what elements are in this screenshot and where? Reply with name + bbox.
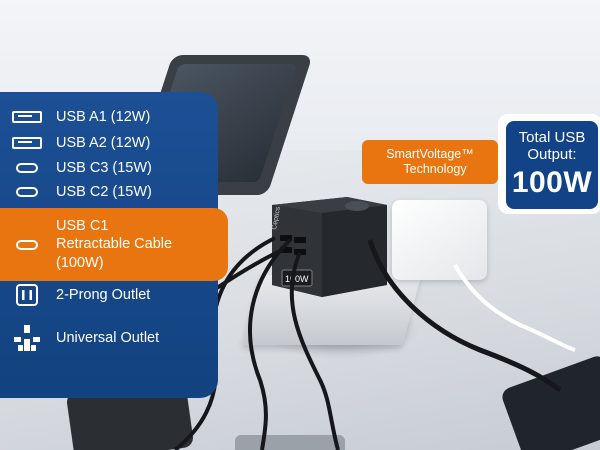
feature-usb-c1-label: USB C1 Retractable Cable (100W) (56, 217, 172, 271)
feature-label: USB A1 (12W) (56, 109, 151, 125)
travel-adapter-image: 100W Ceptics (271, 197, 387, 297)
feature-label: USB C3 (15W) (56, 160, 152, 176)
feature-label: Universal Outlet (56, 329, 160, 346)
feature-usb-a2: USB A2 (12W) (0, 134, 150, 152)
white-power-brick (392, 200, 487, 280)
adapter-brand-label: Ceptics (271, 206, 282, 231)
usb-c-port-icon (8, 239, 46, 250)
feature-label: USB C2 (15W) (56, 184, 152, 200)
two-prong-outlet-icon (8, 284, 46, 306)
smartvoltage-line1: SmartVoltage™ (386, 147, 474, 161)
feature-two-prong-outlet: 2-Prong Outlet (0, 284, 150, 306)
feature-usb-c3: USB C3 (15W) (0, 159, 152, 177)
usb-c1-line2: Retractable Cable (56, 236, 173, 253)
feature-universal-outlet: Universal Outlet (0, 324, 159, 352)
usb-c1-line1: USB C1 (56, 218, 109, 235)
feature-usb-a1: USB A1 (12W) (0, 108, 150, 126)
total-output-badge: Total USB Output: 100W (506, 121, 598, 209)
total-output-line2: Output: (527, 146, 577, 164)
feature-usb-c1-highlight: USB C1 Retractable Cable (100W) (0, 208, 228, 281)
feature-usb-c1: USB C1 Retractable Cable (100W) (0, 208, 172, 281)
usb-c1-line3: (100W) (56, 254, 104, 271)
smartvoltage-line2: Technology (403, 162, 467, 176)
usb-c-port-icon (8, 187, 46, 198)
smartvoltage-badge: SmartVoltage™ Technology (362, 140, 498, 184)
total-output-line1: Total USB (518, 129, 586, 146)
usb-a-port-icon (8, 111, 46, 124)
total-output-title: Total USB Output: (506, 129, 598, 164)
feature-label: 2-Prong Outlet (56, 286, 151, 303)
feature-usb-c2: USB C2 (15W) (0, 183, 152, 201)
total-output-value: 100W (511, 165, 593, 199)
usb-c-port-icon (8, 163, 46, 174)
universal-outlet-icon (8, 324, 46, 352)
usb-a-port-icon (8, 137, 46, 150)
adapter-wattage-label: 100W (285, 274, 309, 284)
feature-label: USB A2 (12W) (56, 135, 151, 151)
